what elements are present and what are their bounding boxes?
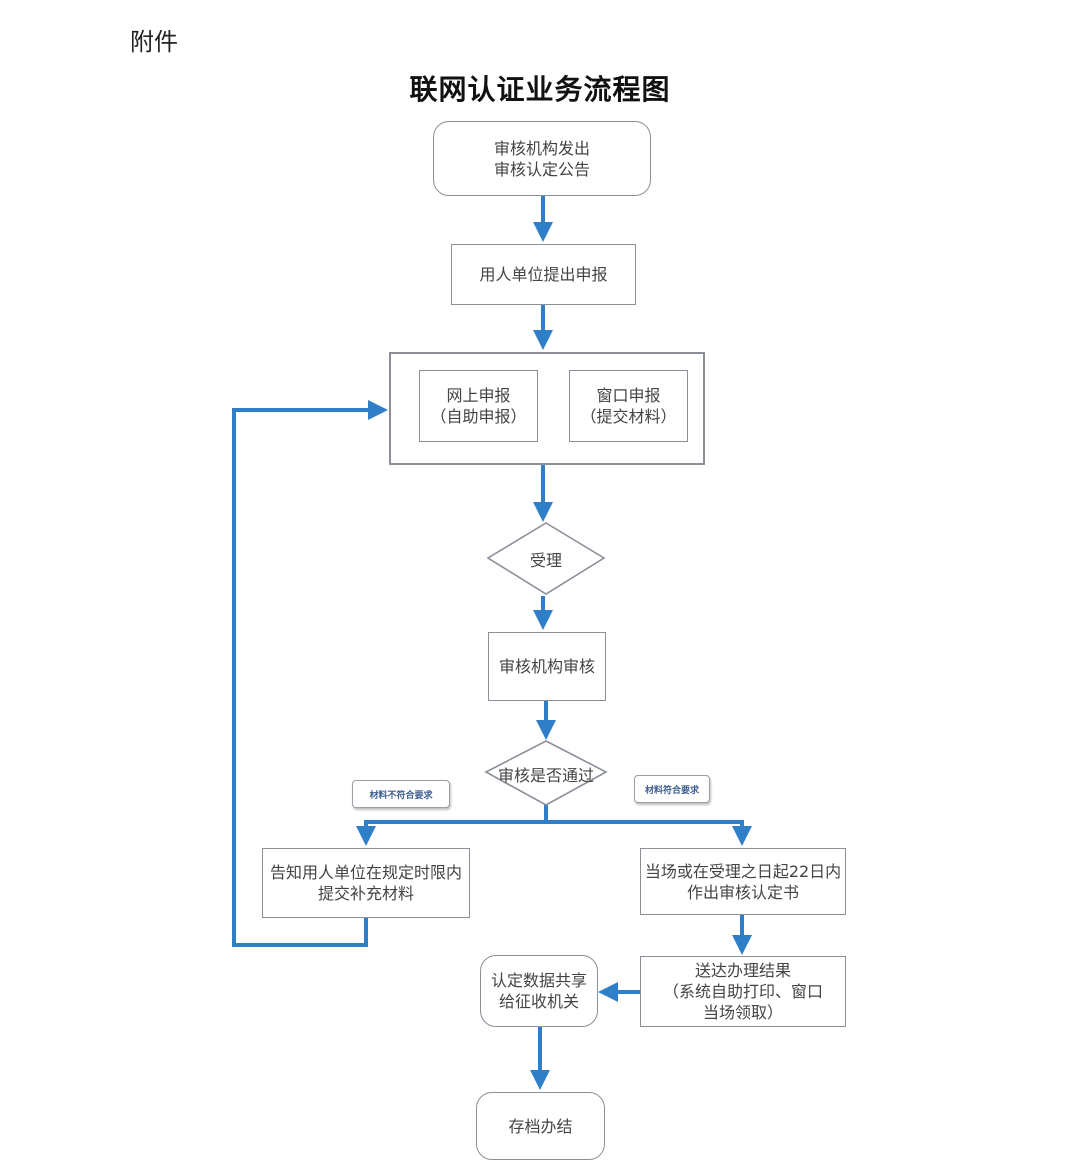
online-apply-node: 网上申报 （自助申报） xyxy=(419,370,538,442)
deliver-node: 送达办理结果 （系统自助打印、窗口 当场领取） xyxy=(640,956,846,1027)
notify-node: 告知用人单位在规定时限内 提交补充材料 xyxy=(262,848,470,918)
online-line-2: （自助申报） xyxy=(430,407,527,426)
notify-line-1: 告知用人单位在规定时限内 xyxy=(269,863,462,882)
apply-label: 用人单位提出申报 xyxy=(479,265,608,284)
pass-condition-tag: 材料符合要求 xyxy=(634,775,710,803)
announce-line-1: 审核机构发出 xyxy=(493,138,590,158)
branch-line xyxy=(356,805,548,846)
share-line-2: 给征收机关 xyxy=(498,992,579,1011)
passed-diamond xyxy=(484,740,608,806)
notify-line-2: 提交补充材料 xyxy=(317,884,414,903)
share-node: 认定数据共享 给征收机关 xyxy=(480,955,598,1027)
announce-line-2: 审核认定公告 xyxy=(493,159,590,179)
apply-node: 用人单位提出申报 xyxy=(451,244,636,305)
share-line-1: 认定数据共享 xyxy=(490,971,587,990)
attachment-label: 附件 xyxy=(130,28,178,56)
window-line-1: 窗口申报 xyxy=(596,386,661,405)
decision-line-2: 作出审核认定书 xyxy=(686,882,799,902)
review-label: 审核机构审核 xyxy=(498,657,595,676)
announce-node: 审核机构发出 审核认定公告 xyxy=(433,121,651,196)
online-line-1: 网上申报 xyxy=(446,386,511,405)
deliver-line-2: （系统自助打印、窗口 xyxy=(662,982,823,1001)
decision-node: 当场或在受理之日起22日内 作出审核认定书 xyxy=(640,848,846,915)
window-apply-node: 窗口申报 （提交材料） xyxy=(569,370,688,442)
fail-condition-tag: 材料不符合要求 xyxy=(352,780,450,808)
branch-line-right xyxy=(546,820,744,836)
decision-line-1: 当场或在受理之日起22日内 xyxy=(644,861,842,881)
deliver-line-1: 送达办理结果 xyxy=(694,961,791,980)
accept-label: 受理 xyxy=(529,551,562,570)
page-title: 联网认证业务流程图 xyxy=(409,73,671,106)
archive-node: 存档办结 xyxy=(476,1092,605,1160)
passed-label: 审核是否通过 xyxy=(497,766,594,785)
review-node: 审核机构审核 xyxy=(488,632,606,701)
accept-diamond xyxy=(486,522,606,595)
archive-label: 存档办结 xyxy=(508,1116,573,1136)
deliver-line-3: 当场领取） xyxy=(702,1003,783,1022)
window-line-2: （提交材料） xyxy=(580,407,677,426)
loop-back-line xyxy=(232,400,388,947)
